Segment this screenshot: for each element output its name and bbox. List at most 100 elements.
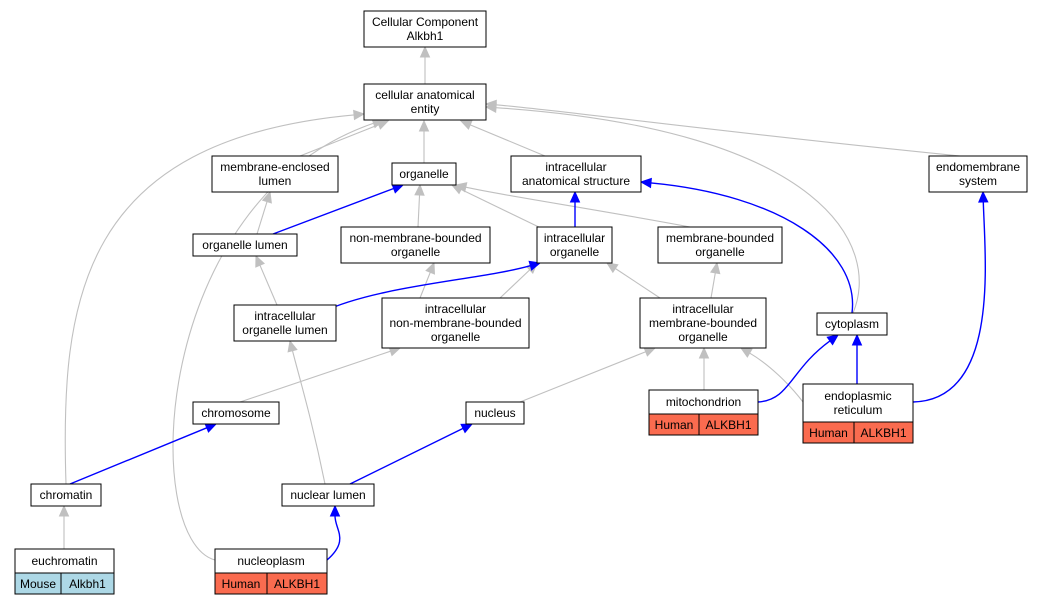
node-label: intracellular	[544, 231, 605, 245]
node-nucleus[interactable]: nucleus	[465, 401, 525, 425]
node-label: chromatin	[40, 488, 93, 502]
node-label: chromosome	[201, 406, 271, 420]
node-label: lumen	[259, 174, 292, 188]
graph-edges	[58, 45, 989, 561]
edge-nucleo-nuclum	[326, 504, 341, 561]
node-box	[192, 401, 280, 425]
node-label: non-membrane-bounded	[389, 316, 521, 330]
annotation-gene: ALKBH1	[705, 418, 751, 432]
node-box	[648, 389, 759, 415]
edge-mito-cyto	[757, 334, 839, 403]
node-box	[192, 233, 298, 257]
edge-nucleus-imbo	[519, 347, 657, 403]
node-inmbo[interactable]: intracellularnon-membrane-boundedorganel…	[381, 297, 530, 349]
node-label: endoplasmic	[824, 389, 891, 403]
node-label: nucleoplasm	[237, 554, 304, 568]
node-box	[363, 83, 487, 121]
node-label: membrane-bounded	[666, 231, 774, 245]
node-cyto[interactable]: cytoplasm	[816, 312, 888, 336]
node-box	[465, 401, 525, 425]
node-label: organelle	[399, 167, 449, 181]
node-label: system	[959, 174, 997, 188]
node-label: organelle	[431, 330, 481, 344]
node-label: organelle	[550, 245, 600, 259]
edge-chromatin-chromo	[69, 423, 218, 485]
node-label: reticulum	[834, 403, 883, 417]
edge-endo-er	[912, 190, 989, 403]
edge-er-cyto	[851, 333, 863, 384]
node-label: nucleus	[474, 406, 515, 420]
annotation-gene: Alkbh1	[69, 577, 106, 591]
node-orglumen[interactable]: organelle lumen	[192, 233, 298, 257]
node-box	[340, 226, 491, 264]
node-box	[30, 483, 102, 507]
node-org[interactable]: organelle	[391, 162, 457, 186]
edge-orglumen-mel	[256, 190, 272, 235]
node-label: intracellular	[425, 302, 486, 316]
node-label: intracellular	[672, 302, 733, 316]
node-box	[928, 155, 1028, 193]
annotation-gene-cell	[60, 572, 115, 595]
annotation-species: Human	[222, 577, 261, 591]
node-box	[802, 383, 914, 423]
node-label: mitochondrion	[666, 395, 741, 409]
edge-nuclum-nucleus	[349, 423, 474, 485]
edge-mito-imbo	[698, 346, 710, 390]
node-label: anatomical structure	[522, 174, 630, 188]
edge-iol-orglumen	[255, 254, 278, 306]
node-label: endomembrane	[936, 160, 1020, 174]
node-box	[639, 297, 767, 349]
annotation-gene-cell	[698, 413, 759, 436]
annotation-species: Mouse	[20, 577, 56, 591]
annotation-gene: ALKBH1	[860, 426, 906, 440]
edge-er-imbo	[739, 347, 804, 403]
node-label: entity	[411, 102, 440, 116]
edge-euchro-chromatin	[58, 504, 70, 549]
node-chromatin[interactable]: chromatin	[30, 483, 102, 507]
node-chromo[interactable]: chromosome	[192, 401, 280, 425]
edge-imbo-io	[605, 262, 661, 299]
annotation-gene-cell	[266, 572, 328, 595]
edge-endo-cae	[484, 99, 961, 157]
node-label: cytoplasm	[825, 317, 879, 331]
edge-ias-io-up	[569, 190, 581, 227]
annotation-gene-cell	[853, 421, 914, 444]
node-box	[214, 548, 328, 574]
annotation-species: Human	[809, 426, 848, 440]
edge-inmbo-nmbo	[419, 261, 435, 299]
edge-chromo-inmbo	[239, 346, 402, 403]
node-label: organelle	[391, 245, 441, 259]
edge-cyto-ias	[639, 177, 854, 314]
node-box	[211, 155, 339, 193]
node-box	[816, 312, 888, 336]
node-label: membrane-enclosed	[220, 160, 329, 174]
edge-iol-io	[321, 260, 542, 313]
node-label: nuclear lumen	[290, 488, 365, 502]
node-label: organelle lumen	[242, 323, 327, 337]
edge-nmbo-org	[414, 183, 425, 228]
node-label: Alkbh1	[407, 29, 444, 43]
node-label: Cellular Component	[372, 15, 479, 29]
node-label: intracellular	[254, 309, 315, 323]
node-nuclum[interactable]: nuclear lumen	[281, 483, 375, 507]
annotation-gene: ALKBH1	[274, 577, 320, 591]
edge-org-cae	[418, 119, 430, 163]
edge-orglumen-org	[272, 183, 405, 235]
edge-imbo-mbo	[710, 261, 721, 299]
